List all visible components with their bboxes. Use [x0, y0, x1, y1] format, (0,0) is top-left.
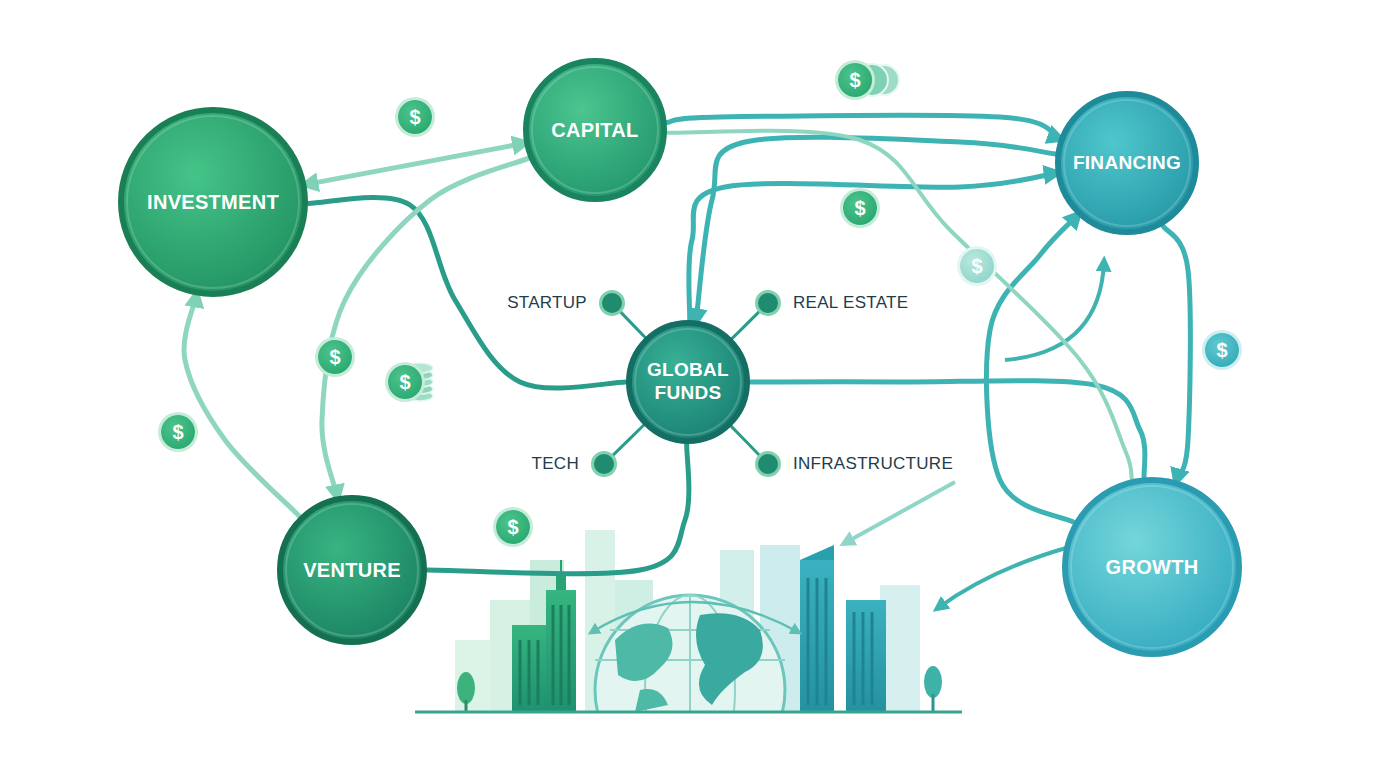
currency-symbol: $	[854, 198, 865, 218]
currency-symbol: $	[849, 70, 860, 90]
currency-symbol: $	[507, 517, 518, 537]
building	[512, 625, 546, 712]
flow-connector	[1163, 226, 1191, 481]
flow-connector	[427, 444, 689, 574]
concept-circle: GLOBAL FUNDS	[626, 320, 750, 444]
window-stripes	[808, 578, 872, 705]
dot-fill	[757, 453, 780, 476]
circle-fill	[629, 323, 747, 441]
continent	[635, 689, 668, 712]
sector-dot: REAL ESTATE	[755, 290, 781, 316]
node-title: INVESTMENT	[147, 190, 279, 214]
currency-badge: $	[960, 249, 994, 283]
circle-highlight	[286, 504, 418, 636]
circle-fill	[526, 61, 664, 199]
globe-arc-arrow	[592, 602, 798, 632]
building-bg	[455, 640, 491, 712]
flow-connector	[308, 197, 626, 388]
currency-badge: $	[388, 365, 422, 399]
concept-circle: VENTURE	[277, 495, 427, 645]
flow-connector	[184, 296, 300, 517]
sector-dot: INFRASTRUCTURE	[755, 451, 781, 477]
currency-badge: $	[496, 510, 530, 544]
window-stripes	[520, 605, 569, 705]
currency-symbol: $	[399, 372, 410, 392]
dot-shape	[755, 290, 781, 316]
flow-connector	[613, 425, 643, 455]
flow-connector	[750, 381, 1145, 478]
flow-connector	[731, 426, 759, 454]
node-title: GROWTH	[1106, 555, 1199, 579]
circle-fill	[1058, 94, 1196, 232]
continent	[615, 624, 673, 682]
globe-meridian	[689, 595, 691, 712]
dot-shape	[755, 451, 781, 477]
circle-fill	[121, 110, 305, 294]
sector-label: STARTUP	[507, 293, 587, 313]
dot-shape	[599, 290, 625, 316]
antenna	[560, 560, 562, 572]
currency-badge: $	[161, 415, 195, 449]
currency-symbol: $	[329, 347, 340, 367]
node-title: VENTURE	[303, 558, 401, 582]
flow-arrow	[845, 482, 955, 543]
circle-highlight	[1064, 100, 1190, 226]
concept-circle: INVESTMENT	[118, 107, 308, 297]
dot-fill	[593, 453, 616, 476]
currency-symbol: $	[172, 422, 183, 442]
flow-connector	[621, 312, 645, 337]
tree	[924, 666, 942, 698]
building	[800, 560, 834, 712]
tree	[457, 672, 475, 704]
circle-highlight	[635, 329, 741, 435]
flow-connector	[732, 312, 759, 338]
circle-highlight	[127, 116, 299, 288]
circle-fill	[280, 498, 424, 642]
building	[546, 590, 576, 712]
flow-connector	[306, 143, 524, 184]
currency-badge: $	[398, 100, 432, 134]
flow-connector	[696, 137, 1056, 320]
flow-connector	[987, 215, 1078, 522]
currency-badge: $	[1205, 333, 1239, 367]
dot-shape	[591, 451, 617, 477]
flow-connector	[667, 115, 1060, 138]
dot-fill	[757, 292, 780, 315]
sector-label: REAL ESTATE	[793, 293, 908, 313]
currency-symbol: $	[1216, 340, 1227, 360]
sector-dot: STARTUP	[599, 290, 625, 316]
building-top	[800, 545, 834, 560]
concept-circle: CAPITAL	[523, 58, 667, 202]
continent	[696, 613, 763, 705]
circle-highlight	[532, 67, 658, 193]
ground-line	[415, 711, 962, 714]
node-title: GLOBAL FUNDS	[638, 359, 738, 405]
currency-badge: $	[843, 191, 877, 225]
concept-circle: FINANCING	[1055, 91, 1199, 235]
building	[846, 600, 886, 712]
sector-label: TECH	[532, 454, 579, 474]
currency-symbol: $	[409, 107, 420, 127]
circle-fill	[1065, 480, 1239, 654]
tree-trunk	[465, 700, 468, 712]
currency-badge: $	[838, 63, 872, 97]
circle-highlight	[1071, 486, 1233, 648]
node-title: FINANCING	[1073, 152, 1181, 175]
sector-label: INFRASTRUCTURE	[793, 454, 953, 474]
concept-circle: GROWTH	[1062, 477, 1242, 657]
currency-badge: $	[318, 340, 352, 374]
flow-arrow	[938, 548, 1066, 608]
node-title: CAPITAL	[551, 118, 638, 142]
flow-connector	[322, 158, 529, 496]
currency-symbol: $	[971, 256, 982, 276]
dot-fill	[601, 292, 624, 315]
sector-dot: TECH	[591, 451, 617, 477]
tree-trunk	[932, 694, 935, 712]
